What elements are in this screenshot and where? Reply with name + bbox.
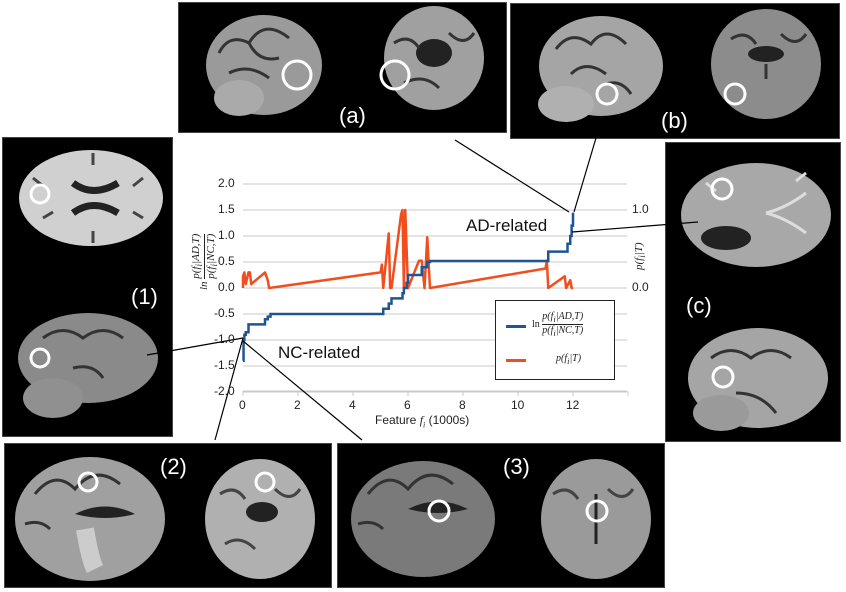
- legend-swatch-prob: [506, 359, 526, 362]
- panel-2: (2): [4, 443, 332, 588]
- x-tick-label: 0: [239, 398, 246, 412]
- y-tick-label: 0.0: [218, 280, 235, 294]
- y-tick-label: 1.0: [218, 228, 235, 242]
- panel-label-2: (2): [160, 454, 187, 479]
- brain-mri-axial-sagittal: [18, 150, 163, 418]
- legend-label-log-ratio: ln p(fi|AD,T)p(fi|NC,T): [532, 311, 584, 338]
- y-tick-label: -2.0: [214, 384, 235, 398]
- panel-b: (b): [510, 3, 840, 139]
- roi-circle-icon: [29, 347, 51, 369]
- roi-circle-icon: [77, 471, 99, 493]
- x-tick-label: 8: [459, 398, 466, 412]
- roi-circle-icon: [710, 177, 734, 201]
- y-tick-label: -1.0: [214, 332, 235, 346]
- nc-related-annotation: NC-related: [278, 343, 361, 362]
- log-ratio-series: [242, 212, 575, 363]
- x-tick-label: 10: [511, 398, 525, 412]
- x-tick-label: 4: [349, 398, 356, 412]
- y-tick-label: 2.0: [218, 176, 235, 190]
- panel-label-3: (3): [503, 454, 530, 479]
- roi-circle-icon: [595, 82, 619, 106]
- legend-label-prob: p(fi|T): [556, 353, 582, 366]
- roi-circle-icon: [379, 59, 411, 91]
- x-tick-label: 2: [294, 398, 301, 412]
- roi-circle-icon: [711, 365, 735, 389]
- panel-c: (c): [665, 142, 841, 442]
- brain-mri-sagittal-coronal: [206, 6, 484, 116]
- panel-label-c: (c): [686, 293, 712, 318]
- brain-mri-axial-sagittal: [681, 163, 831, 431]
- panel-1: (1): [2, 137, 173, 437]
- panel-3: (3): [337, 443, 665, 588]
- x-axis-label: Feature f_i (1000s)Feature fi (1000s): [375, 413, 470, 430]
- legend-swatch-log-ratio: [506, 325, 526, 328]
- roi-circle-icon: [585, 499, 609, 523]
- roi-circle-icon: [254, 471, 276, 493]
- roi-circle-icon: [723, 82, 747, 106]
- y2-tick-label: 1.0: [632, 202, 649, 216]
- y-tick-label: 0.5: [218, 254, 235, 268]
- x-tick-label: 6: [404, 398, 411, 412]
- y-tick-label: -0.5: [214, 306, 235, 320]
- roi-circle-icon: [427, 499, 451, 523]
- brain-mri-sagittal-coronal: [15, 457, 315, 581]
- prob-series: [241, 208, 573, 290]
- y-tick-label: 1.5: [218, 202, 235, 216]
- panel-label-a: (a): [339, 103, 366, 128]
- brain-mri-sagittal-coronal: [538, 9, 821, 122]
- y2-tick-label: 0.0: [632, 280, 649, 294]
- roi-circle-icon: [281, 59, 313, 91]
- panel-label-1: (1): [131, 284, 158, 309]
- connector-lines: [146, 137, 699, 441]
- brain-mri-sagittal-coronal: [351, 459, 651, 579]
- x-tick-label: 12: [566, 398, 580, 412]
- roi-circle-icon: [29, 183, 51, 205]
- chart-legend: ln p(fi|AD,T)p(fi|NC,T) p(fi|T): [495, 300, 615, 380]
- panel-a: (a): [178, 2, 507, 133]
- y-axis-label: ln p(fi|AD,T)p(fi|NC,T): [190, 233, 220, 290]
- ad-related-annotation: AD-related: [466, 216, 548, 235]
- y-tick-label: -1.5: [214, 358, 235, 372]
- y2-axis-label: p(fi|T): [633, 242, 648, 270]
- panel-label-b: (b): [661, 108, 688, 133]
